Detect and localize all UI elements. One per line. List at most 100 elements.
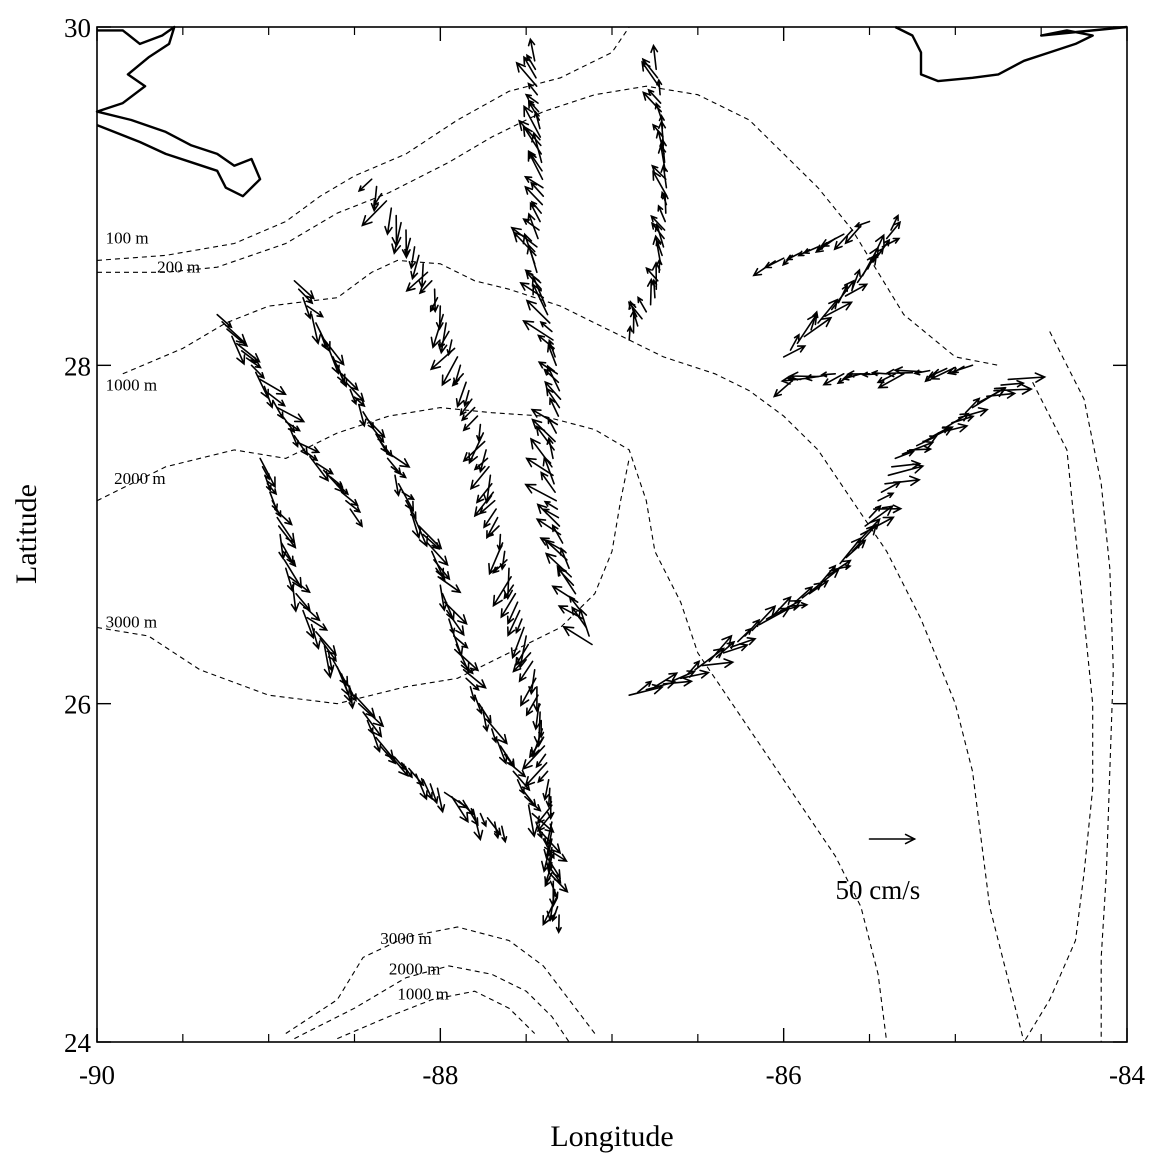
velocity-arrow [353,694,376,719]
velocity-arrow [527,212,539,240]
velocity-arrow [542,455,555,485]
velocity-arrow [751,605,777,632]
velocity-arrow [465,677,480,691]
velocity-arrow [357,178,373,193]
velocity-arrow [781,254,794,267]
velocity-arrow [245,357,262,369]
velocity-arrow [362,711,383,738]
velocity-arrow [437,576,462,594]
velocity-arrow [353,396,366,408]
velocity-arrow [348,687,356,710]
velocity-arrow [524,795,542,812]
velocity-arrow [568,595,582,612]
velocity-arrow [789,333,800,351]
contour-line [285,926,596,1034]
velocity-arrow [473,457,489,471]
velocity-arrow [845,539,867,559]
velocity-arrow [361,200,388,227]
velocity-arrow [894,450,916,460]
velocity-arrow [429,347,456,371]
velocity-arrow [873,504,903,514]
velocity-arrow [519,282,545,299]
velocity-arrow [372,192,383,207]
velocity-arrow [876,373,897,384]
velocity-arrow [231,335,246,366]
contour-label: 3000 m [380,929,431,948]
velocity-arrow [543,538,568,561]
velocity-arrow [679,669,711,680]
contour-line [1049,331,1114,1042]
velocity-arrow [285,420,301,432]
velocity-arrow [515,618,523,635]
velocity-arrow [546,364,561,392]
contour-label: 100 m [106,229,149,248]
velocity-arrow [851,523,878,553]
velocity-arrow [306,305,325,318]
velocity-arrow [958,407,989,419]
scale-label: 50 cm/s [836,875,921,905]
velocity-arrow [482,711,490,733]
velocity-arrow [578,607,590,637]
velocity-arrow [527,82,539,96]
velocity-arrow [478,499,496,515]
contour-line [337,990,536,1040]
velocity-arrow [540,471,556,493]
velocity-arrow [547,343,557,367]
velocity-arrow [327,652,335,673]
velocity-arrow [459,398,473,417]
velocity-arrow [349,388,358,406]
velocity-arrow [536,503,561,527]
velocity-arrow [453,635,469,649]
velocity-arrow [323,339,345,366]
velocity-arrow [647,88,662,104]
velocity-arrow [543,829,553,860]
velocity-arrow [650,43,659,71]
velocity-arrow [462,440,486,463]
velocity-arrow [722,643,749,654]
velocity-arrow [226,328,249,348]
contour-line [122,259,1025,1043]
velocity-arrow [290,584,300,613]
velocity-arrow [310,313,322,346]
velocity-arrow [657,204,666,223]
velocity-arrow [556,564,577,595]
velocity-arrow [544,552,572,578]
velocity-arrow [310,623,321,650]
velocity-arrow [533,110,541,130]
velocity-arrow [276,516,296,544]
velocity-arrow [266,482,278,496]
velocity-arrow [544,872,553,888]
velocity-arrow [546,436,554,460]
velocity-arrow [349,508,364,528]
velocity-arrow [397,483,415,513]
velocity-arrow [345,381,365,403]
velocity-arrow [527,804,538,838]
velocity-arrow [891,459,922,470]
velocity-arrow [642,91,662,113]
contour-label: 1000 m [397,985,448,1004]
velocity-arrow [277,525,297,549]
velocity-arrow [536,812,553,833]
velocity-arrow [660,190,668,206]
velocity-arrow [525,299,551,324]
velocity-arrow [652,123,664,138]
y-axis-title: Latitude [10,484,43,584]
velocity-arrow [780,375,811,385]
velocity-arrow [782,345,807,358]
velocity-arrow [488,542,504,576]
velocity-arrow [551,585,579,603]
x-tick-label: -86 [766,1060,802,1090]
velocity-arrow [469,466,490,491]
velocity-arrow [817,298,839,324]
velocity-arrow [542,779,550,802]
contour-line [96,26,630,261]
scale-vector-group: 50 cm/s [836,833,921,905]
velocity-arrow [473,694,483,715]
velocity-arrow [462,669,487,689]
velocity-arrow [816,241,828,251]
velocity-arrow [687,659,701,675]
velocity-arrow [418,263,427,290]
velocity-arrow [523,104,542,138]
